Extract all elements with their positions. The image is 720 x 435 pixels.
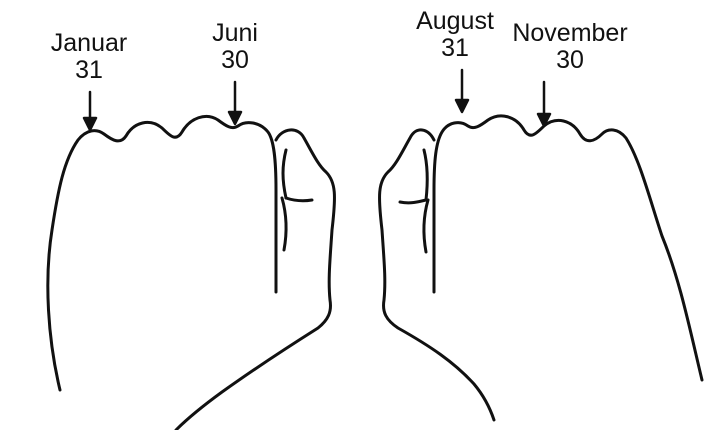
label-november: November 30 bbox=[512, 20, 627, 74]
label-juni-days: 30 bbox=[212, 47, 258, 74]
left-fist-outline bbox=[48, 116, 276, 390]
left-thumb-nail-line bbox=[283, 150, 286, 198]
label-november-days: 30 bbox=[512, 47, 627, 74]
right-thumb-crease-2 bbox=[424, 200, 428, 252]
arrow-januar bbox=[84, 92, 96, 130]
label-januar-month: Januar bbox=[51, 30, 127, 57]
left-thumb bbox=[176, 130, 334, 430]
left-thumb-crease-2 bbox=[282, 198, 286, 250]
right-thumb-nail-line bbox=[424, 150, 427, 200]
arrow-juni bbox=[229, 82, 241, 124]
label-januar: Januar 31 bbox=[51, 30, 127, 84]
right-fist bbox=[380, 116, 702, 420]
label-august-days: 31 bbox=[416, 35, 494, 62]
label-januar-days: 31 bbox=[51, 57, 127, 84]
label-august-month: August bbox=[416, 8, 494, 35]
left-thumb-crease bbox=[286, 198, 312, 201]
right-thumb bbox=[380, 130, 494, 420]
right-fist-outline bbox=[434, 116, 702, 380]
label-juni: Juni 30 bbox=[212, 20, 258, 74]
label-august: August 31 bbox=[416, 8, 494, 62]
label-november-month: November bbox=[512, 20, 627, 47]
left-fist bbox=[48, 116, 335, 430]
label-juni-month: Juni bbox=[212, 20, 258, 47]
right-thumb-crease bbox=[400, 200, 426, 203]
arrow-august bbox=[456, 70, 468, 112]
arrow-november bbox=[538, 82, 550, 126]
arrows bbox=[84, 70, 550, 130]
